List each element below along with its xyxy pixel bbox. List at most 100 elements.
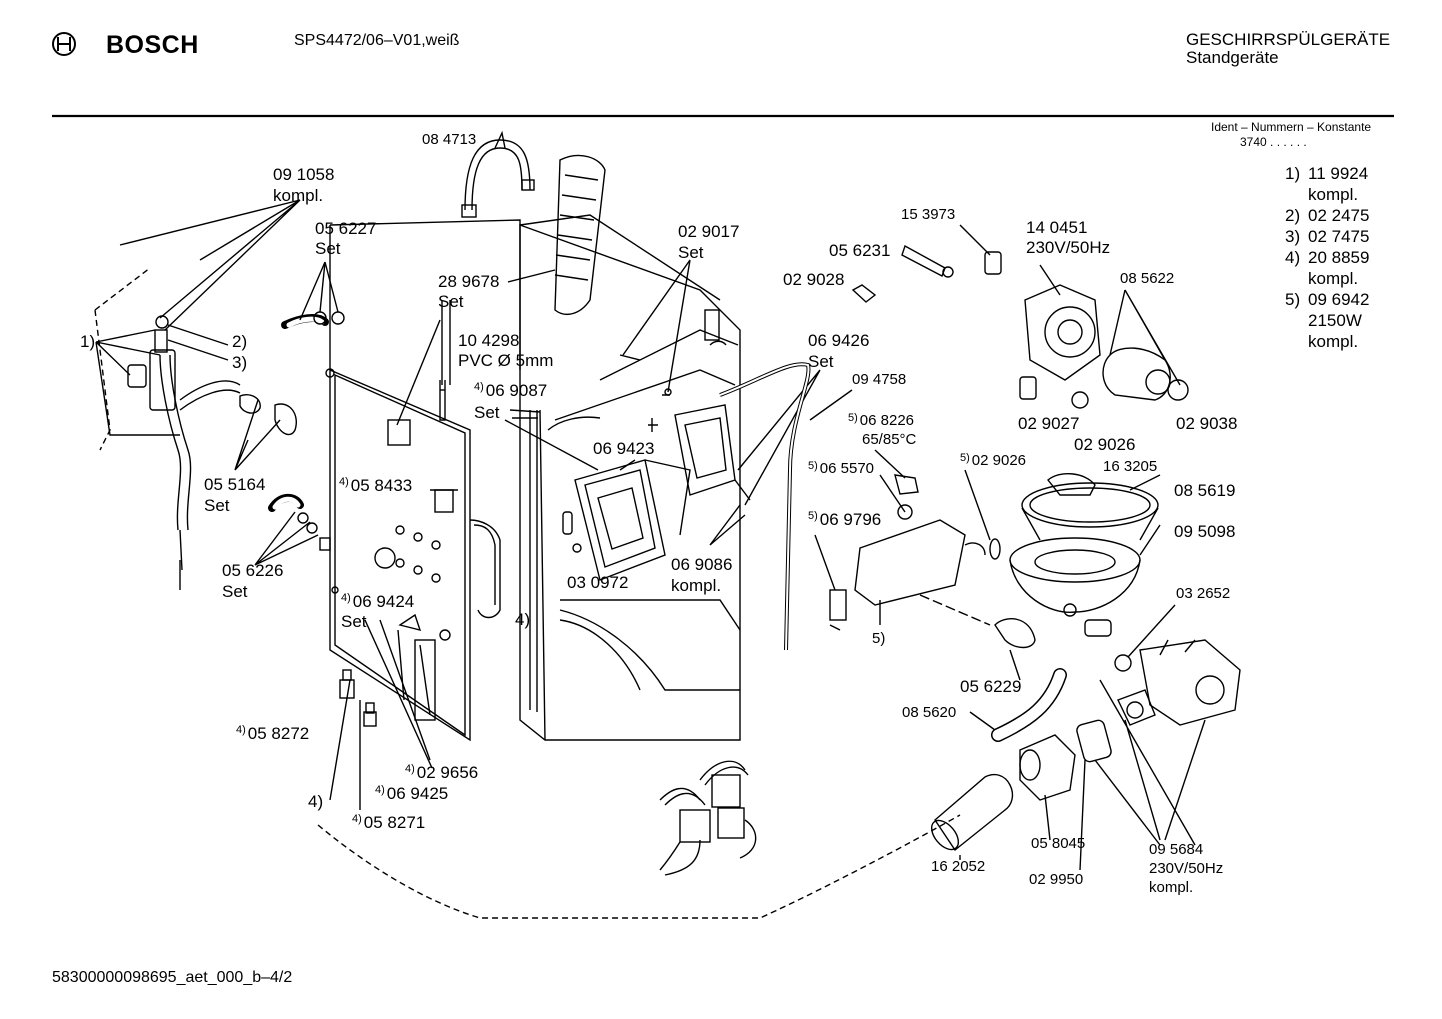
part-label: Set [678,243,704,262]
superscript-ref: 4) [236,724,246,736]
part-label: 10 4298 [458,331,520,350]
document-id: 58300000098695_aet_000_b–4/2 [52,969,293,986]
part-label: 16 3205 [1103,458,1158,475]
legend-item: 4) 20 8859 kompl. [1285,247,1369,289]
part-label: 03 2652 [1176,585,1231,602]
category-title: GESCHIRRSPÜLGERÄTE [1186,30,1391,49]
legend-item: 5) 09 6942 2150W kompl. [1285,289,1369,352]
superscript-ref: 4) [375,784,385,796]
part-number: 05 8271 [363,813,426,832]
superscript-ref: 4) [352,813,362,825]
legend-line: 09 6942 [1308,290,1370,309]
part-label: 03 0972 [567,573,629,592]
part-number: 02 9656 [416,763,479,782]
legend-line: kompl. [1308,332,1359,351]
part-label: kompl. [671,576,722,595]
cable-harness-group [659,760,757,876]
part-label: 15 3973 [901,206,956,223]
ref-label: 4) [308,792,324,811]
part-label: 06 9423 [593,439,655,458]
superscript-ref: 5) [808,510,818,522]
part-label: 02 9028 [783,270,845,289]
part-label: 02 9038 [1176,414,1238,433]
part-label: 09 5098 [1174,522,1236,541]
part-number: 06 9087 [485,381,548,400]
part-label: 230V/50Hz [1149,860,1224,877]
legend-item: 3) 02 7475 [1285,226,1369,247]
part-label: 05 8045 [1031,835,1086,852]
ref-label: 2) [232,332,248,351]
legend-line: kompl. [1308,269,1359,288]
part-label: 02 9950 [1029,871,1084,888]
legend-item: 2) 02 2475 [1285,205,1369,226]
part-label: Set [341,612,367,631]
ident-label: Ident – Nummern – Konstante [1211,120,1372,134]
legend-number: 4) [1285,248,1301,267]
part-label: 230V/50Hz [1026,238,1111,257]
part-label: 4)05 8271 [352,812,425,833]
part-number: 06 8226 [859,412,915,429]
superscript-ref: 4) [341,592,351,604]
superscript-ref: 4) [474,381,484,393]
legend-line: 02 7475 [1308,227,1370,246]
part-label: kompl. [1149,879,1194,896]
part-label: 4)05 8272 [236,723,309,744]
part-label: 5)06 9796 [808,509,881,530]
legend-number: 5) [1285,290,1301,309]
part-label: 14 0451 [1026,218,1088,237]
legend-line: 2150W [1308,311,1362,330]
part-label: 5)06 5570 [808,460,874,478]
part-label: 08 5620 [902,704,957,721]
part-label: 16 2052 [931,858,986,875]
brand-name: BOSCH [106,31,199,59]
part-label: 06 9086 [671,555,733,574]
part-label: Set [222,582,248,601]
legend-line: 20 8859 [1308,248,1370,267]
part-label: 05 6229 [960,677,1022,696]
part-label: 05 5164 [204,475,266,494]
superscript-ref: 4) [339,476,349,488]
bosch-logo-icon [52,32,76,56]
part-label: 09 5684 [1149,841,1204,858]
superscript-ref: 5) [808,460,818,472]
legend-number: 2) [1285,206,1301,225]
part-label: 28 9678 [438,272,500,291]
part-label: Set [204,496,230,515]
part-label: 08 5622 [1120,270,1175,287]
part-label: Set [474,403,500,422]
ref-label: 1) [80,332,96,351]
ref-label: 5) [872,630,886,647]
part-number: 05 8272 [247,724,310,743]
legend-line: 11 9924 [1308,164,1369,183]
part-label: 4)06 9424 [341,591,414,612]
legend-number: 3) [1285,227,1301,246]
part-label: 4)06 9087 [474,380,547,401]
superscript-ref: 5) [960,452,970,464]
part-number: 06 9425 [386,784,449,803]
part-label: 4)05 8433 [339,475,412,496]
part-label: Set [808,352,834,371]
part-label: 02 9017 [678,222,740,241]
part-label: kompl. [273,186,324,205]
part-label: 5)06 8226 [848,412,914,430]
part-label: 4)06 9425 [375,783,448,804]
part-label: 05 6231 [829,241,891,260]
part-label: PVC Ø 5mm [458,351,554,370]
part-label: 05 6227 [315,219,377,238]
part-label: 65/85°C [862,431,917,448]
part-label: 08 5619 [1174,481,1236,500]
category-subtitle: Standgeräte [1186,48,1279,67]
part-label: 09 4758 [852,371,907,388]
ref-label: 4) [515,610,531,629]
ident-value: 3740 . . . . . . [1240,135,1307,149]
model-number: SPS4472/06–V01,weiß [294,32,460,49]
legend-line: 02 2475 [1308,206,1370,225]
legend-line: kompl. [1308,185,1359,204]
part-label: 09 1058 [273,165,335,184]
part-number: 06 9424 [352,592,415,611]
superscript-ref: 5) [848,412,858,424]
part-label: 05 6226 [222,561,284,580]
